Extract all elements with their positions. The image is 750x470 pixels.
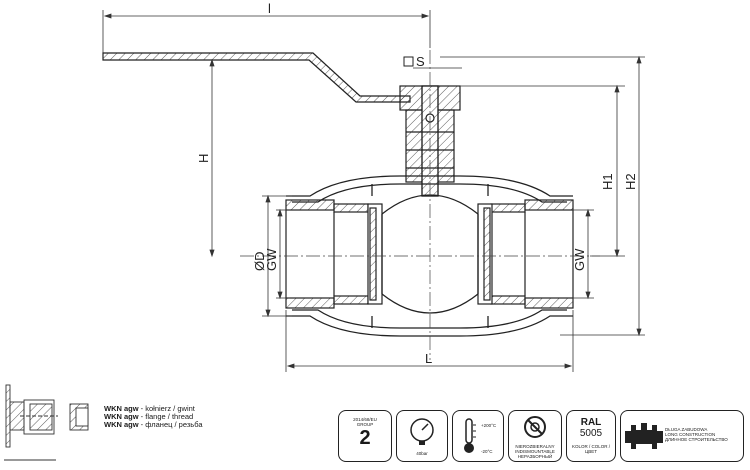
no-disassembly-icon (524, 416, 546, 438)
legend-line: WKN agw - kołnierz / gwint (104, 404, 195, 413)
dimension-od-gw (262, 194, 594, 318)
dimension-l-label: l (268, 1, 271, 16)
ball-seats (367, 203, 493, 305)
legend-line: WKN agw - flange / thread (104, 412, 194, 421)
dimension-gw-right-label: GW (572, 248, 587, 271)
pressure-badge: 40bar (396, 410, 448, 462)
group-badge: 2014/68/EU GROUP 2 (338, 410, 392, 462)
stem-square-icon (403, 56, 414, 67)
dimension-s-label: S (416, 54, 425, 69)
long-construction-badge: DŁUGA ZABUDOWA LONG CONSTRUCTION ДЛИННОЕ… (620, 410, 744, 462)
dimension-gw-left-label: GW (264, 248, 279, 271)
dimension-L-label: L (425, 351, 432, 366)
thermometer-icon (464, 418, 476, 453)
legend-line: WKN agw - фланец / резьба (104, 420, 203, 429)
dimension-h (209, 58, 215, 258)
right-connector (490, 199, 574, 309)
dimension-h-label: H (196, 154, 211, 163)
side-view-thumbnail (4, 384, 89, 461)
dimension-od-label: ØD (252, 252, 267, 272)
dimension-h2-label: H2 (623, 173, 638, 190)
legend: WKN agw - kołnierz / gwint WKN agw - fla… (104, 405, 203, 429)
dimension-l (102, 10, 431, 60)
dimension-L (285, 310, 574, 372)
left-connector (285, 199, 369, 309)
dimension-h1-h2 (440, 55, 645, 337)
indismountable-badge: NIEROZBIERALNY INDISMOUNTABLE НЕРАЗБОРНЫ… (508, 410, 562, 462)
pipe-valve-icon (625, 423, 663, 449)
handle (102, 52, 411, 103)
temperature-badge: +200°C -20°C (452, 410, 504, 462)
centerlines (240, 50, 600, 360)
dimension-h1-label: H1 (600, 173, 615, 190)
ral-color-badge: RAL 5005 KOLOR / COLOR / ЦВЕТ (566, 410, 616, 462)
pressure-gauge-icon (410, 418, 434, 445)
